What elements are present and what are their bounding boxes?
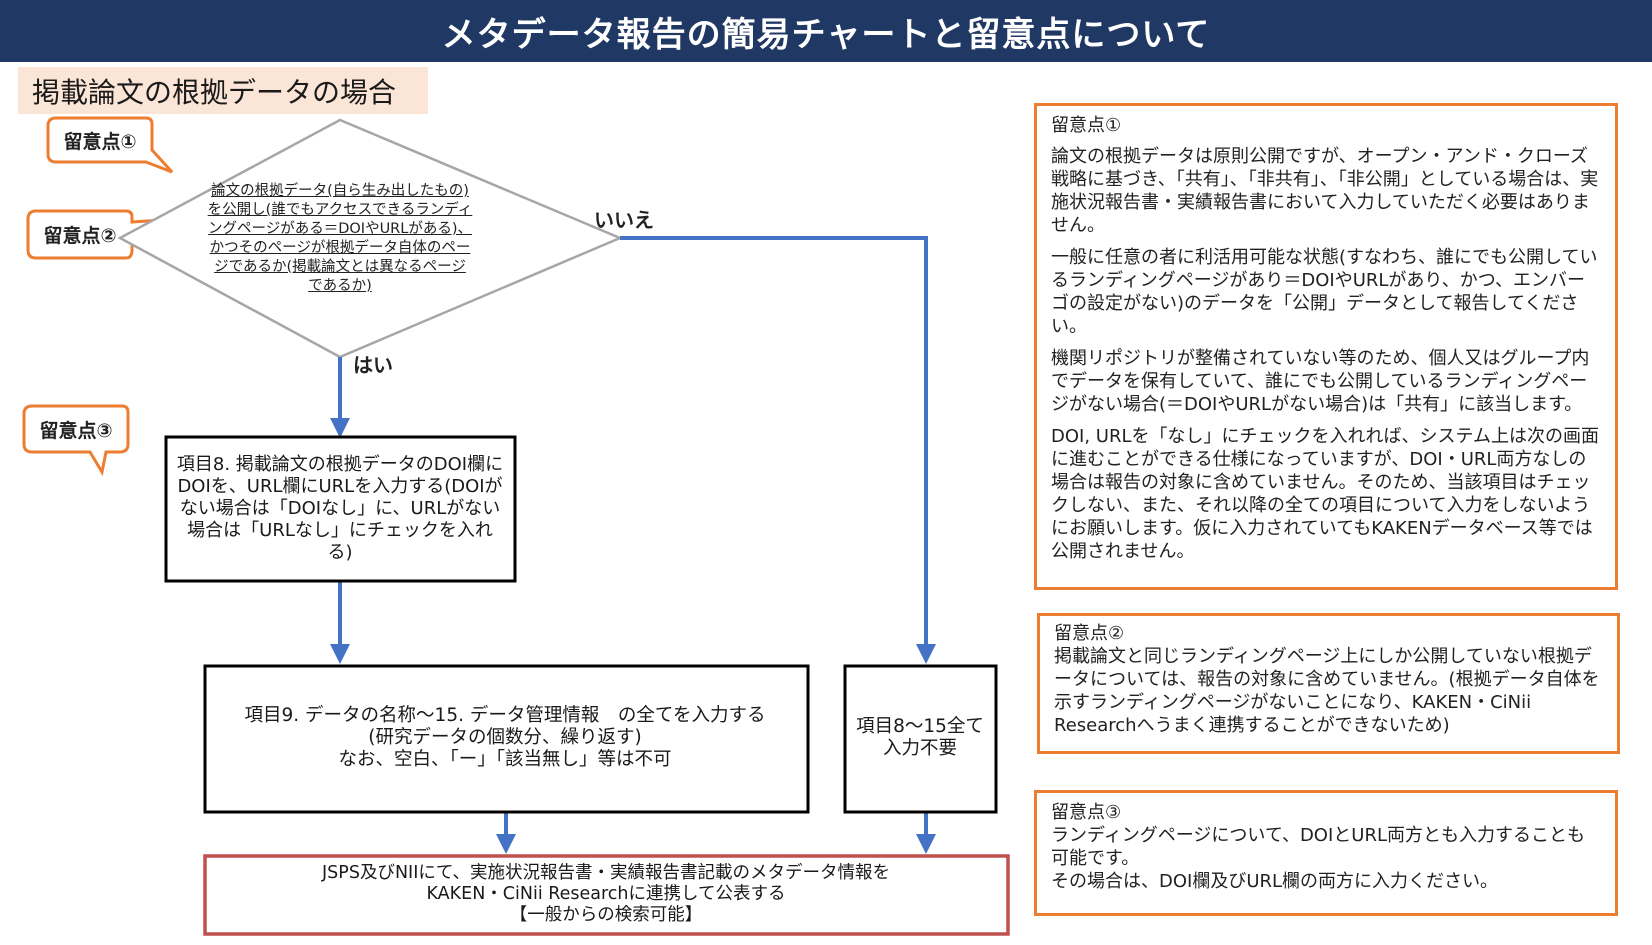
yes-label: はい bbox=[353, 353, 393, 377]
note-2: 留意点② 掲載論文と同じランディングページ上にしか公開していない根拠データについ… bbox=[1037, 613, 1620, 754]
note-1-para: 機関リポジトリが整備されていない等のため、個人又はグループ内でデータを保有してい… bbox=[1051, 348, 1590, 415]
section-subtitle: 掲載論文の根拠データの場合 bbox=[18, 67, 428, 114]
note-3-body: ランディングページについて、DOIとURL両方とも入力することも可能です。 bbox=[1051, 825, 1585, 869]
note-1-title: 留意点① bbox=[1051, 115, 1122, 136]
note-2-title: 留意点② bbox=[1054, 623, 1125, 644]
box-item9-frame bbox=[203, 664, 810, 814]
callout-2-shape bbox=[26, 209, 163, 260]
box-final-frame bbox=[203, 854, 1010, 936]
box-item9: 項目9. データの名称～15. データ管理情報 の全てを入力する (研究データの… bbox=[244, 705, 766, 770]
box-item8-frame bbox=[164, 435, 517, 583]
box-item8to15-frame bbox=[843, 664, 998, 814]
decision-text: 論文の根拠データ(自ら生み出したもの) を公開し(誰でもアクセスできるランディ … bbox=[207, 183, 473, 294]
note-1-para: 論文の根拠データは原則公開ですが、オープン・アンド・クローズ戦略に基づき、「共有… bbox=[1051, 146, 1599, 236]
note-2-body: 掲載論文と同じランディングページ上にしか公開していない根拠データについては、報告… bbox=[1054, 646, 1600, 736]
note-1-para: 一般に任意の者に利活用可能な状態(すなわち、誰にでも公開しているランディングペー… bbox=[1051, 247, 1598, 337]
box-item8: 項目8. 掲載論文の根拠データのDOI欄にDOIを、URL欄にURLを入力する(… bbox=[176, 454, 504, 563]
callout-1: 留意点① bbox=[63, 130, 137, 153]
note-3-title: 留意点③ bbox=[1051, 802, 1122, 823]
page-header: メタデータ報告の簡易チャートと留意点について bbox=[0, 0, 1652, 62]
callout-3-shape bbox=[22, 404, 130, 477]
page-title: メタデータ報告の簡易チャートと留意点について bbox=[441, 14, 1211, 55]
note-1: 留意点① 論文の根拠データは原則公開ですが、オープン・アンド・クローズ戦略に基づ… bbox=[1034, 103, 1618, 590]
note-3-body: その場合は、DOI欄及びURL欄の両方に入力ください。 bbox=[1051, 871, 1499, 892]
no-label: いいえ bbox=[594, 208, 654, 232]
box-item8to15: 項目8～15全て 入力不要 bbox=[856, 716, 984, 759]
note-3: 留意点③ ランディングページについて、DOIとURL両方とも入力することも可能で… bbox=[1034, 790, 1618, 916]
callout-2: 留意点② bbox=[43, 225, 117, 247]
callout-1-shape bbox=[46, 116, 174, 174]
callout-3: 留意点③ bbox=[39, 419, 113, 442]
note-1-para: DOI, URLを「なし」にチェックを入れれば、システム上は次の画面に進むことが… bbox=[1051, 426, 1599, 562]
arrow-no bbox=[620, 236, 936, 664]
box-final: JSPS及びNIIにて、実施状況報告書・実績報告書記載のメタデータ情報を KAK… bbox=[322, 862, 890, 925]
